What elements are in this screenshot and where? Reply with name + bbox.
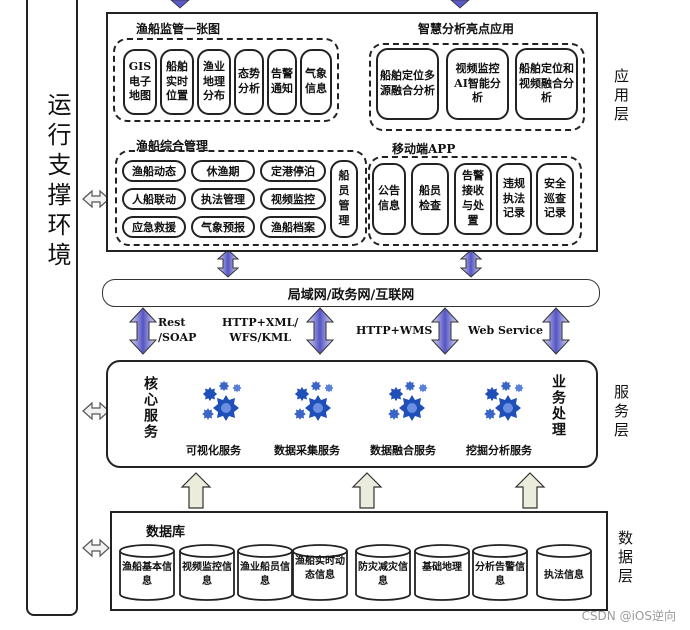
support-environment-label: 运行支撑环境 — [43, 92, 71, 272]
group-title-fishing-boat-map: 渔船监管一张图 — [136, 22, 221, 36]
app-item-crew-boat-link: 人船联动 — [122, 188, 186, 210]
group-title-mobile-app: 移动端APP — [392, 142, 456, 156]
db-item-boat-basic: 渔船基本信息 — [120, 545, 174, 601]
app-item-video-ai-analysis: 视频监控AI智能分析 — [446, 48, 509, 120]
service-data-collection: 数据采集服务 — [274, 444, 340, 457]
service-mining-analysis: 挖掘分析服务 — [466, 444, 532, 457]
app-item-situation-analysis: 态势分析 — [234, 49, 264, 115]
protocol-arrows — [128, 307, 571, 355]
app-item-port-mooring: 定港停泊 — [260, 160, 326, 182]
app-item-boat-dynamics: 渔船动态 — [122, 160, 186, 182]
app-item-emergency-rescue: 应急救援 — [122, 216, 186, 238]
app-item-law-enforcement: 执法管理 — [191, 188, 255, 210]
data-layer-label: 数据层 — [616, 530, 634, 587]
db-item-video-monitoring: 视频监控信息 — [180, 545, 234, 601]
core-services-label: 核心服务 — [142, 376, 158, 440]
db-item-label: 渔业船员信息 — [240, 562, 290, 587]
app-item-weather-forecast: 气象预报 — [191, 216, 255, 238]
db-item-label: 渔船基本信息 — [122, 562, 172, 587]
app-item-multisource-fusion: 船舶定位多源融合分析 — [376, 48, 439, 120]
cylinder-icon-3 — [237, 544, 293, 601]
app-item-alarm-notice: 告警通知 — [267, 49, 297, 115]
app-item-violation-records: 违规执法记录 — [496, 163, 532, 235]
app-item-safety-patrol: 安全巡查记录 — [536, 163, 574, 235]
app-item-fishery-distribution: 渔业地理分布 — [197, 49, 231, 115]
database-title: 数据库 — [146, 525, 186, 540]
top-stub-arrow-right — [450, 0, 470, 9]
db-item-label: 分析告警信息 — [475, 562, 525, 587]
db-item-label: 渔船实时动态信息 — [295, 556, 345, 581]
app-item-announcement: 公告信息 — [372, 163, 406, 235]
network-bar: 局域网/政务网/互联网 — [102, 279, 600, 307]
db-item-crew-info: 渔业船员信息 — [238, 545, 292, 601]
group-title-smart-analysis: 智慧分析亮点应用 — [418, 22, 515, 36]
app-item-gis-map: GIS电子地图 — [123, 49, 157, 115]
cylinder-icon-5 — [355, 544, 411, 601]
cylinder-icon-1 — [119, 544, 175, 601]
db-item-label: 防灾减灾信息 — [358, 562, 408, 587]
db-item-label: 视频监控信息 — [182, 562, 232, 587]
watermark: CSDN @iOS逆向 — [581, 609, 676, 623]
app-item-crew-inspection: 船员检查 — [411, 163, 449, 235]
app-item-weather-info: 气象信息 — [300, 49, 332, 115]
group-frame-fishing-boat-map — [113, 38, 339, 122]
support-environment-panel — [26, 0, 78, 616]
application-layer-label: 应用层 — [612, 68, 630, 125]
cylinder-icon-4 — [292, 544, 348, 601]
app-item-video-monitoring: 视频监控 — [260, 188, 326, 210]
db-item-label: 基础地理 — [422, 562, 462, 573]
service-layer-label: 服务层 — [612, 384, 630, 441]
app-item-fishing-ban-period: 休渔期 — [191, 160, 255, 182]
group-frame-mobile-app — [368, 156, 582, 246]
app-item-crew-management: 船员管理 — [330, 160, 358, 238]
db-item-realtime-dynamics: 渔船实时动态信息 — [293, 545, 347, 601]
protocol-web-service: Web Service — [468, 324, 543, 337]
app-item-position-video-fusion: 船舶定位和视频融合分析 — [515, 48, 578, 120]
service-visualization: 可视化服务 — [186, 444, 241, 457]
protocol-http-wms: HTTP+WMS — [356, 324, 433, 337]
app-network-arrows — [216, 249, 483, 278]
app-item-realtime-position: 船舶实时位置 — [160, 49, 194, 115]
app-item-boat-archive: 渔船档案 — [260, 216, 326, 238]
db-item-analysis-alarm: 分析告警信息 — [473, 545, 527, 601]
service-data-fusion: 数据融合服务 — [370, 444, 436, 457]
db-item-label: 执法信息 — [544, 570, 584, 581]
cylinder-icon-7 — [472, 544, 528, 601]
protocol-rest-soap: Rest /SOAP — [158, 316, 197, 344]
db-item-base-geography: 基础地理 — [415, 545, 469, 601]
data-up-arrows — [180, 472, 546, 509]
app-item-alarm-handling: 告警接收与处置 — [454, 163, 492, 235]
db-item-enforcement-info: 执法信息 — [537, 545, 591, 601]
cylinder-icon-8 — [536, 544, 592, 601]
business-processing-label: 业务处理 — [550, 374, 566, 438]
group-frame-smart-analysis — [369, 43, 585, 131]
group-frame-comprehensive-management — [115, 150, 367, 246]
group-title-comprehensive-management: 渔船综合管理 — [136, 139, 209, 153]
cylinder-icon-2 — [179, 544, 235, 601]
top-stub-arrow-left — [170, 0, 190, 9]
cylinder-icon-6 — [414, 544, 470, 601]
db-item-disaster-prevention: 防灾减灾信息 — [356, 545, 410, 601]
protocol-http-xml-wfs-kml: HTTP+XML/ WFS/KML — [222, 316, 299, 344]
